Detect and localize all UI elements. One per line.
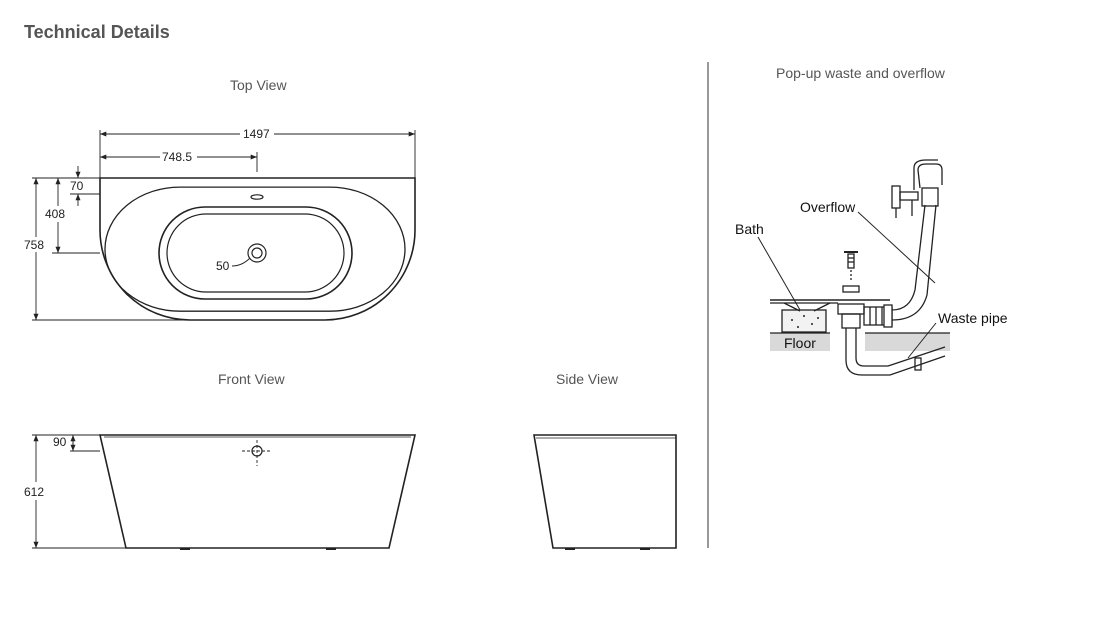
callout-floor: Floor [784,335,816,351]
dim-748-5: 748.5 [162,150,192,164]
support-block [781,309,827,333]
front-view-title: Front View [218,371,285,387]
dim-408: 408 [45,207,65,221]
top-overflow [250,194,264,200]
callout-bath: Bath [735,221,764,237]
top-view [99,177,416,321]
side-outline [533,434,677,549]
page-title: Technical Details [24,22,170,42]
top-dimension-lines [32,130,416,321]
waste-view-title: Pop-up waste and overflow [776,65,945,81]
floor-block [770,333,830,351]
dim-1497: 1497 [243,127,270,141]
front-dimension-lines [32,434,126,549]
dim-612: 612 [24,485,44,499]
callout-overflow: Overflow [800,199,856,215]
top-waste-inner [251,247,263,259]
dim-70: 70 [70,179,84,193]
top-inner-rim [104,186,406,312]
top-view-title: Top View [230,77,287,93]
dim-50: 50 [216,259,230,273]
front-view [98,434,417,550]
waste-diagram [757,159,950,376]
dim-90: 90 [53,435,67,449]
top-basin [158,206,353,300]
top-basin-inner [166,213,345,293]
front-outline [98,434,417,549]
callout-waste-pipe: Waste pipe [938,310,1008,326]
side-view [533,434,677,550]
dim-758: 758 [24,238,44,252]
top-waste-outer [247,243,267,263]
side-view-title: Side View [556,371,619,387]
